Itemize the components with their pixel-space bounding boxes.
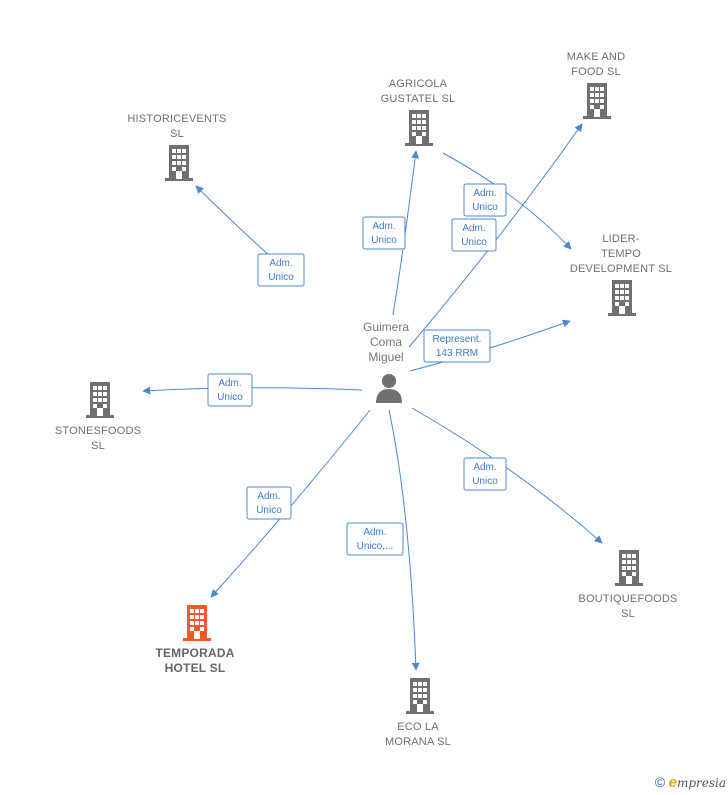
edge-temporada: Adm. Unico [210, 409, 371, 598]
company-name[interactable]: DEVELOPMENT SL [570, 263, 672, 275]
person-name[interactable]: Coma [370, 335, 402, 349]
copyright-symbol: © [654, 774, 666, 790]
company-node-historicevents[interactable]: HISTORICEVENTS SL [127, 113, 226, 181]
edge-label-text: Unico,... [357, 541, 394, 552]
company-name[interactable]: LIDER- [602, 233, 639, 245]
company-name[interactable]: HOTEL SL [165, 661, 226, 675]
edge-lidertempo: Represent. 143 RRM [409, 319, 571, 372]
company-name[interactable]: BOUTIQUEFOODS [578, 593, 677, 605]
person-name[interactable]: Miguel [368, 350, 403, 364]
edge-label-box[interactable] [451, 218, 497, 252]
edge-line [442, 152, 572, 250]
edge-label-text: Adm. [372, 221, 395, 232]
company-name[interactable]: TEMPO [601, 248, 641, 260]
person-icon[interactable] [376, 374, 402, 403]
edge-stonesfoods: Adm. Unico [142, 373, 363, 407]
building-icon[interactable] [615, 550, 643, 586]
company-name[interactable]: AGRICOLA [389, 78, 448, 90]
company-name[interactable]: SL [621, 608, 635, 620]
edges-layer: Adm.UnicoAdm.UnicoAdm.UnicoAdm.UnicoRepr… [142, 123, 603, 671]
company-node-lidertempo[interactable]: LIDER- TEMPO DEVELOPMENT SL [570, 233, 672, 316]
edge-label-box[interactable] [362, 216, 406, 250]
company-name[interactable]: FOOD SL [571, 66, 621, 78]
edge-label-text: Adm. [218, 378, 241, 389]
edge-agricola: Adm. Unico [362, 150, 420, 316]
edge-label-box[interactable] [257, 253, 305, 287]
edge-boutiquefoods: Adm. Unico [411, 407, 603, 544]
edge-label-box[interactable] [207, 373, 253, 407]
edge-label-text: 143 RRM [436, 348, 478, 359]
company-name[interactable]: MAKE AND [567, 51, 625, 63]
edge-label-text: Unico [217, 392, 243, 403]
company-node-ecolamorana[interactable]: ECO LA MORANA SL [385, 678, 451, 748]
nodes-layer: HISTORICEVENTS SL AGRICOLA GUSTATEL SL MAKE … [55, 51, 678, 748]
edge-label-box[interactable] [346, 522, 404, 556]
footer-brand: © empresia [655, 774, 726, 791]
edge-line [408, 123, 583, 348]
company-name[interactable]: GUSTATEL SL [381, 93, 456, 105]
edge-label-text: Unico [472, 476, 498, 487]
edge-lidertempo: Adm. Unico [442, 152, 572, 250]
edge-label-text: Unico [371, 235, 397, 246]
person-name[interactable]: Guimera [363, 320, 409, 334]
company-name[interactable]: STONESFOODS [55, 425, 141, 437]
edge-label-text: Adm. [269, 258, 292, 269]
edge-label-text: Adm. [257, 491, 280, 502]
building-icon[interactable] [583, 83, 611, 119]
building-icon[interactable] [86, 382, 114, 418]
edge-label-text: Adm. [473, 462, 496, 473]
company-node-boutiquefoods[interactable]: BOUTIQUEFOODS SL [578, 550, 677, 620]
building-icon[interactable] [406, 678, 434, 714]
building-icon[interactable] [608, 280, 636, 316]
company-node-agricola[interactable]: AGRICOLA GUSTATEL SL [381, 78, 456, 146]
edge-label-box[interactable] [463, 183, 507, 217]
edge-label-box[interactable] [463, 457, 507, 491]
edge-label-text: Unico [472, 202, 498, 213]
company-node-makeandfood[interactable]: MAKE AND FOOD SL [567, 51, 625, 119]
edge-label-text: Unico [256, 505, 282, 516]
edge-label-text: Adm. [473, 188, 496, 199]
edge-label-box[interactable] [246, 486, 292, 520]
brand-name: mpresia [676, 776, 726, 790]
company-name[interactable]: HISTORICEVENTS [127, 113, 226, 125]
company-node-stonesfoods[interactable]: STONESFOODS SL [55, 382, 141, 452]
edge-line [411, 407, 603, 544]
brand-initial: e [668, 774, 677, 791]
edge-label-box[interactable] [423, 329, 491, 363]
edge-makeandfood: Adm. Unico [408, 123, 583, 348]
company-name[interactable]: TEMPORADA [155, 646, 234, 660]
edge-label-text: Unico [268, 272, 294, 283]
company-name[interactable]: SL [91, 440, 105, 452]
edge-historicevents: Adm. Unico [195, 185, 305, 287]
edge-label-text: Adm. [363, 527, 386, 538]
company-name[interactable]: SL [170, 128, 184, 140]
company-name[interactable]: MORANA SL [385, 736, 451, 748]
edge-line [388, 409, 420, 671]
building-icon[interactable] [405, 110, 433, 146]
edge-label-text: Unico [461, 237, 487, 248]
edge-label-text: Adm. [462, 223, 485, 234]
company-name[interactable]: ECO LA [397, 721, 439, 733]
building-icon[interactable] [183, 605, 211, 641]
building-icon[interactable] [165, 145, 193, 181]
edge-label-text: Represent. [433, 334, 482, 345]
edge-ecolamorana: Adm. Unico,... [346, 409, 420, 671]
